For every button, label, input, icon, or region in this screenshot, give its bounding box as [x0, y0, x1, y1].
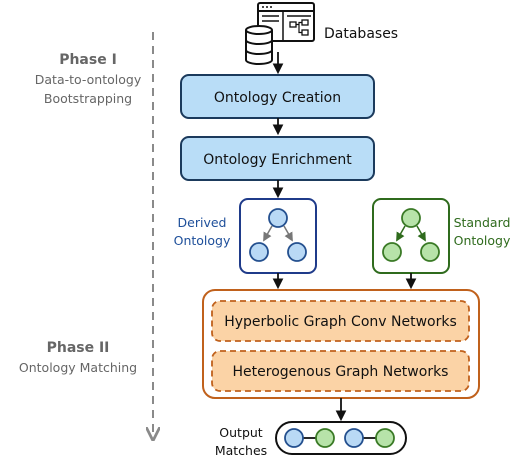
output-green-node-1	[315, 428, 335, 448]
phase1-subtitle-line2: Bootstrapping	[44, 91, 132, 106]
output-matches-box	[275, 421, 407, 455]
derived-right-node	[287, 242, 307, 262]
output-matches-label-line2: Matches	[215, 443, 267, 458]
output-match-pair-2	[344, 428, 395, 448]
output-blue-node-1	[284, 428, 304, 448]
phase2-title: Phase II	[47, 340, 110, 356]
hgcn-label: Hyperbolic Graph Conv Networks	[224, 314, 457, 330]
ontology-creation-label: Ontology Creation	[214, 90, 341, 106]
standard-ontology-graph	[382, 208, 440, 262]
phase1-title: Phase I	[59, 52, 117, 68]
derived-root-node	[268, 208, 288, 228]
databases-icon	[245, 2, 315, 65]
databases-label: Databases	[324, 26, 398, 42]
hgn-label: Heterogenous Graph Networks	[233, 364, 449, 380]
phase1-subtitle-line1: Data-to-ontology	[35, 72, 142, 87]
standard-ontology-label-line2: Ontology	[454, 233, 511, 248]
derived-ontology-label-line2: Ontology	[174, 233, 231, 248]
standard-root-node	[401, 208, 421, 228]
derived-ontology-label-line1: Derived	[178, 215, 227, 230]
phase2-subtitle-line1: Ontology Matching	[19, 360, 137, 375]
standard-ontology-label-line1: Standard	[454, 215, 511, 230]
output-matches-label-line1: Output	[219, 425, 263, 440]
derived-ontology-graph	[249, 208, 307, 262]
output-blue-node-2	[344, 428, 364, 448]
hgcn-box	[211, 300, 470, 342]
derived-left-node	[249, 242, 269, 262]
output-green-node-2	[375, 428, 395, 448]
ontology-enrichment-label: Ontology Enrichment	[203, 152, 352, 168]
standard-left-node	[382, 242, 402, 262]
output-match-pair-1	[284, 428, 335, 448]
standard-right-node	[420, 242, 440, 262]
hgn-box	[211, 350, 470, 392]
